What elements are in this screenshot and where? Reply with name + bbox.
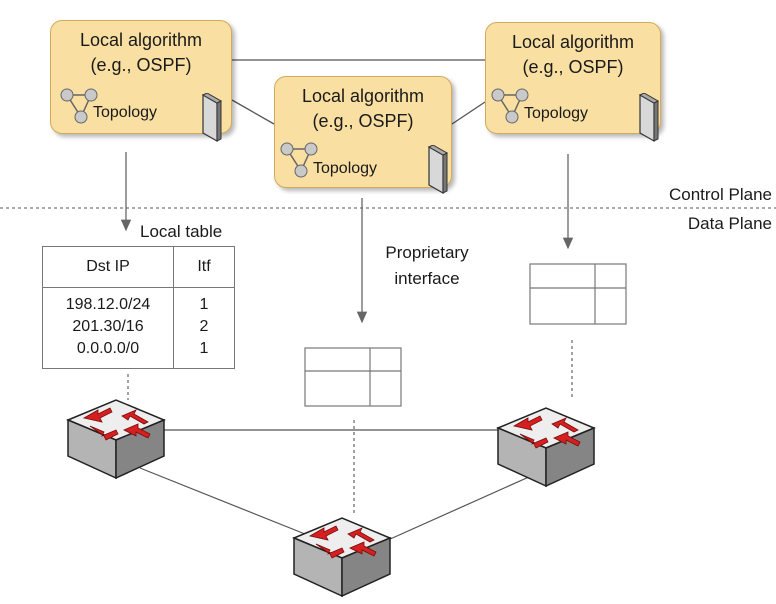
- cell-itf: 1: [173, 338, 235, 369]
- document-icon: [427, 145, 449, 195]
- topology-label: Topology: [524, 105, 589, 122]
- data-link-right-bottom: [387, 471, 541, 541]
- header-itf: Itf: [173, 246, 235, 288]
- title-line2: (e.g., OSPF): [312, 111, 414, 131]
- document-icon: [201, 93, 223, 143]
- control-box-title: Local algorithm (e.g., OSPF): [275, 84, 451, 134]
- data-link-left-bottom: [139, 467, 321, 541]
- header-dst-ip: Dst IP: [42, 246, 174, 288]
- title-line1: Local algorithm: [511, 32, 635, 52]
- cell-itf: 1: [173, 287, 235, 316]
- control-plane-label: Control Plane: [668, 185, 772, 204]
- cell-dst: 198.12.0/24: [42, 287, 174, 316]
- ctrl-link-left-center: [231, 99, 275, 125]
- table-row: 0.0.0.0/0 1: [42, 338, 235, 369]
- topology-icon: [60, 88, 98, 124]
- document-icon: [638, 93, 660, 143]
- switch-icon-bottom: [292, 517, 392, 598]
- control-box-title: Local algorithm (e.g., OSPF): [51, 28, 231, 78]
- annotation-line2: interface: [394, 269, 460, 288]
- cell-itf: 2: [173, 316, 235, 338]
- data-plane-label: Data Plane: [687, 214, 772, 233]
- table-row: 198.12.0/24 1: [42, 287, 235, 316]
- center-flow-table: [304, 347, 402, 407]
- topology-label: Topology: [93, 104, 158, 121]
- control-box-right: Local algorithm (e.g., OSPF) Topology: [485, 22, 661, 143]
- topology-icon: [491, 88, 529, 124]
- cell-dst: 201.30/16: [42, 316, 174, 338]
- switch-icon-left: [66, 399, 166, 480]
- title-line1: Local algorithm: [79, 30, 203, 50]
- topology-label: Topology: [313, 160, 378, 177]
- table-row: 201.30/16 2: [42, 316, 235, 338]
- topology-icon: [280, 142, 318, 178]
- local-routing-table: Dst IP Itf 198.12.0/24 1 201.30/16 2 0.0…: [42, 246, 235, 369]
- control-box-center: Local algorithm (e.g., OSPF) Topology: [274, 76, 452, 195]
- title-line2: (e.g., OSPF): [522, 57, 624, 77]
- local-table-caption: Local table: [140, 222, 223, 241]
- control-box-title: Local algorithm (e.g., OSPF): [486, 30, 660, 80]
- title-line1: Local algorithm: [301, 86, 425, 106]
- switch-icon-right: [496, 407, 596, 488]
- ctrl-link-center-right: [451, 101, 486, 125]
- table-header-row: Dst IP Itf: [42, 246, 235, 288]
- annotation-line1: Proprietary: [385, 243, 469, 262]
- proprietary-interface-label: Proprietary interface: [372, 240, 482, 292]
- control-box-left: Local algorithm (e.g., OSPF) Topology: [50, 20, 232, 143]
- cell-dst: 0.0.0.0/0: [42, 338, 174, 369]
- title-line2: (e.g., OSPF): [90, 55, 192, 75]
- right-flow-table: [529, 263, 627, 325]
